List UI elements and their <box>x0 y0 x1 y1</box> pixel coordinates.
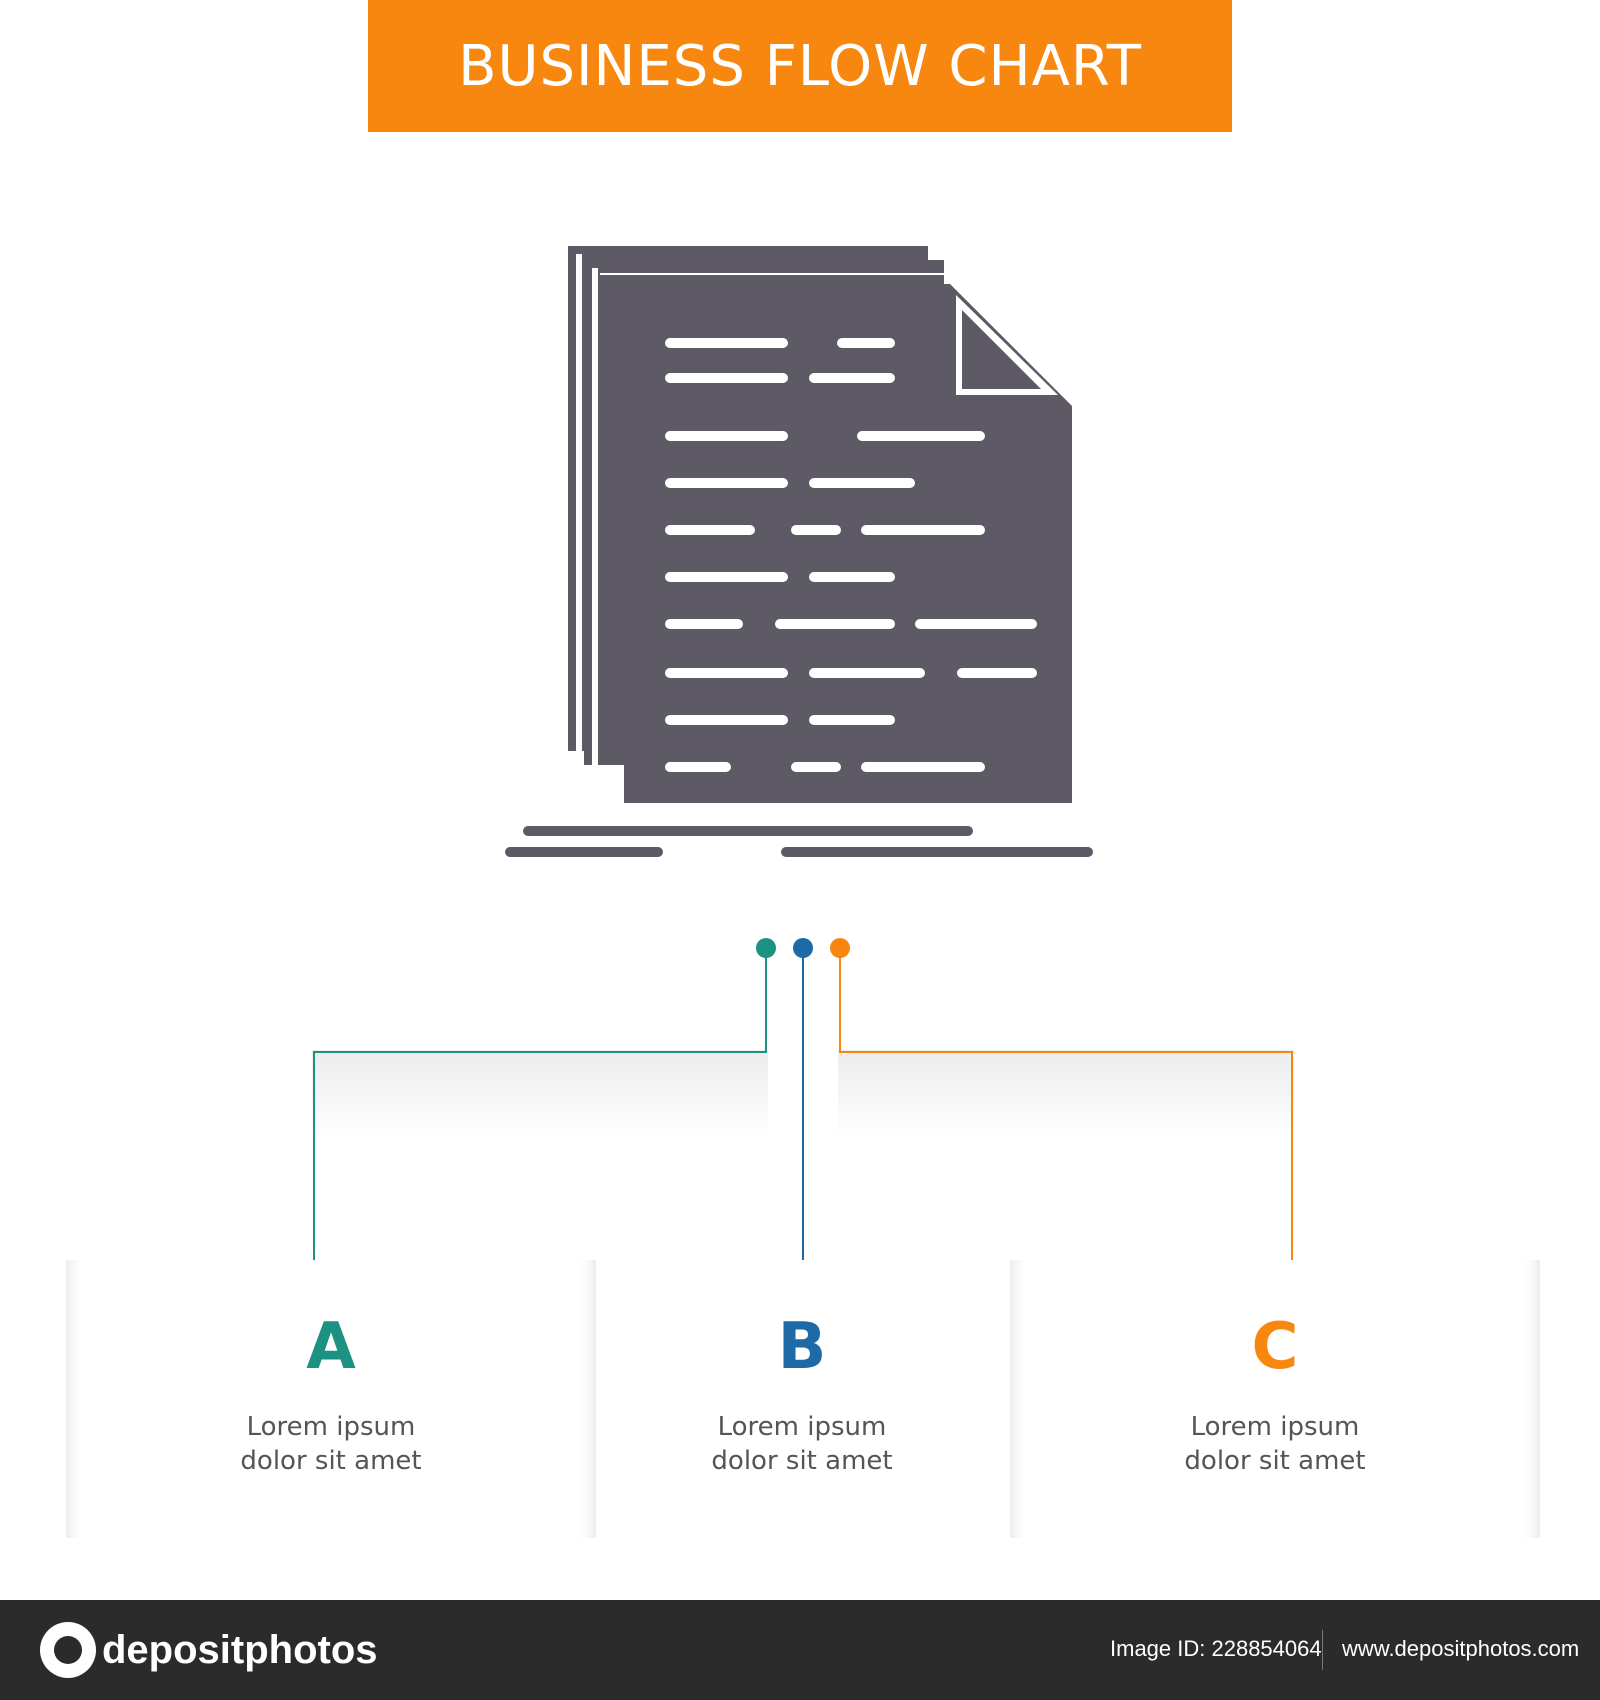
node-dot-a <box>756 938 776 958</box>
card-b: B Lorem ipsum dolor sit amet <box>596 1260 1008 1538</box>
connector-shadow-right <box>838 1050 1294 1140</box>
image-id: Image ID: 228854064 <box>1110 1636 1322 1661</box>
card-text-b: Lorem ipsum dolor sit amet <box>596 1410 1008 1478</box>
card-text-a-line2: dolor sit amet <box>240 1446 422 1476</box>
card-text-c: Lorem ipsum dolor sit amet <box>1010 1410 1540 1478</box>
card-text-c-line1: Lorem ipsum <box>1190 1412 1360 1442</box>
card-a: A Lorem ipsum dolor sit amet <box>66 1260 596 1538</box>
connector-a <box>313 948 767 1276</box>
site-link[interactable]: www.depositphotos.com <box>1342 1636 1580 1661</box>
title-banner: BUSINESS FLOW CHART <box>368 0 1232 132</box>
footer-divider <box>1322 1630 1323 1670</box>
footer-bar: depositphotos Image ID: 228854064 www.de… <box>0 1600 1600 1700</box>
card-text-a-line1: Lorem ipsum <box>246 1412 416 1442</box>
card-c: C Lorem ipsum dolor sit amet <box>1010 1260 1540 1538</box>
document-code-icon <box>505 246 1093 857</box>
card-letter-c: C <box>1251 1310 1299 1384</box>
connector-shadow-left <box>312 1050 768 1140</box>
connector-c <box>839 948 1293 1276</box>
camera-logo-icon <box>40 1622 96 1678</box>
card-letter-a: A <box>306 1310 356 1384</box>
brand[interactable]: depositphotos <box>40 1622 378 1678</box>
card-text-b-line1: Lorem ipsum <box>717 1412 887 1442</box>
node-dot-c <box>830 938 850 958</box>
chart-title: BUSINESS FLOW CHART <box>458 33 1142 99</box>
card-letter-b: B <box>777 1310 827 1384</box>
card-text-a: Lorem ipsum dolor sit amet <box>66 1410 596 1478</box>
card-text-c-line2: dolor sit amet <box>1184 1446 1366 1476</box>
card-text-b-line2: dolor sit amet <box>711 1446 893 1476</box>
node-dot-b <box>793 938 813 958</box>
brand-name: depositphotos <box>102 1627 378 1672</box>
